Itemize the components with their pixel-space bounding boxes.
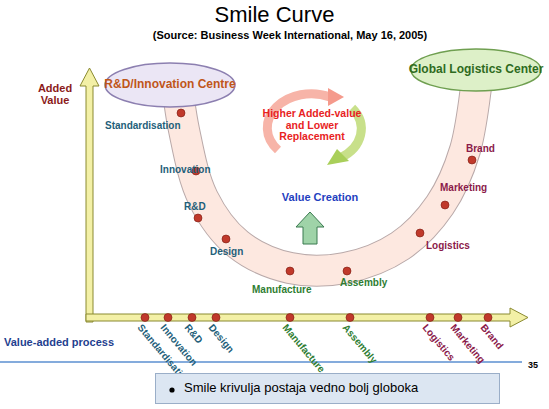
bullet-symbol xyxy=(167,385,177,395)
value-point xyxy=(194,214,202,222)
node-text: R&D/Innovation Centre xyxy=(104,78,235,91)
value-point xyxy=(286,267,294,275)
axis-title: Added Value xyxy=(26,82,84,106)
curve-point-label: Logistics xyxy=(426,240,470,251)
up-arrow xyxy=(296,212,324,244)
ellipse-shape xyxy=(105,63,235,107)
value-point xyxy=(416,229,424,237)
value-point xyxy=(222,235,230,243)
value-point xyxy=(188,314,196,322)
axis-tick-label: Brand xyxy=(479,322,506,351)
axis-tick-label: R&D xyxy=(183,322,205,346)
note-box: Smile krivulja postaja vedno bolj globok… xyxy=(155,373,500,404)
page-number: 35 xyxy=(528,361,538,371)
bullet-dot xyxy=(169,387,174,392)
value-point xyxy=(141,314,149,322)
value-point xyxy=(164,314,172,322)
node-text: Global Logistics Center xyxy=(409,63,544,76)
value-point xyxy=(484,314,492,322)
axis-tick-label: Design xyxy=(207,322,237,355)
value-point xyxy=(212,314,220,322)
center-label: Value Creation xyxy=(265,191,375,203)
y-axis-arrow xyxy=(80,68,99,322)
x-axis-arrow xyxy=(86,308,528,327)
curve-point-label: Innovation xyxy=(160,164,211,175)
value-point xyxy=(441,201,449,209)
separator-line xyxy=(0,361,522,363)
value-point xyxy=(177,109,185,117)
title: Smile Curve xyxy=(0,3,549,27)
curve-point-label: Marketing xyxy=(440,182,487,193)
value-point xyxy=(346,314,354,322)
cycle-arrowhead xyxy=(328,88,344,106)
curve-point-label: Brand xyxy=(466,143,495,154)
axis-tick-label: Assembly xyxy=(341,322,380,365)
value-point xyxy=(468,156,476,164)
curve-point-label: Design xyxy=(210,246,243,257)
value-point xyxy=(426,314,434,322)
axis-title: Value-added process xyxy=(4,336,114,348)
node-text: Smile krivulja postaja vedno bolj globok… xyxy=(184,381,418,395)
value-point xyxy=(454,314,462,322)
curve-point-label: R&D xyxy=(184,201,206,212)
curve-point-label: Assembly xyxy=(340,277,387,288)
center-ellipse: R&D/Innovation Centre xyxy=(104,62,236,108)
curve-point-label: Standardisation xyxy=(105,120,181,131)
source-note: (Source: Business Week International, Ma… xyxy=(90,29,490,41)
cycle-label: Higher Added-value and Lower Replacement xyxy=(262,108,362,143)
value-point xyxy=(343,267,351,275)
curve-point-label: Manufacture xyxy=(252,284,311,295)
center-ellipse: Global Logistics Center xyxy=(410,48,542,92)
value-point xyxy=(286,314,294,322)
cycle-arrowhead xyxy=(327,149,349,165)
axis-tick-label: Manufacture xyxy=(281,322,328,375)
